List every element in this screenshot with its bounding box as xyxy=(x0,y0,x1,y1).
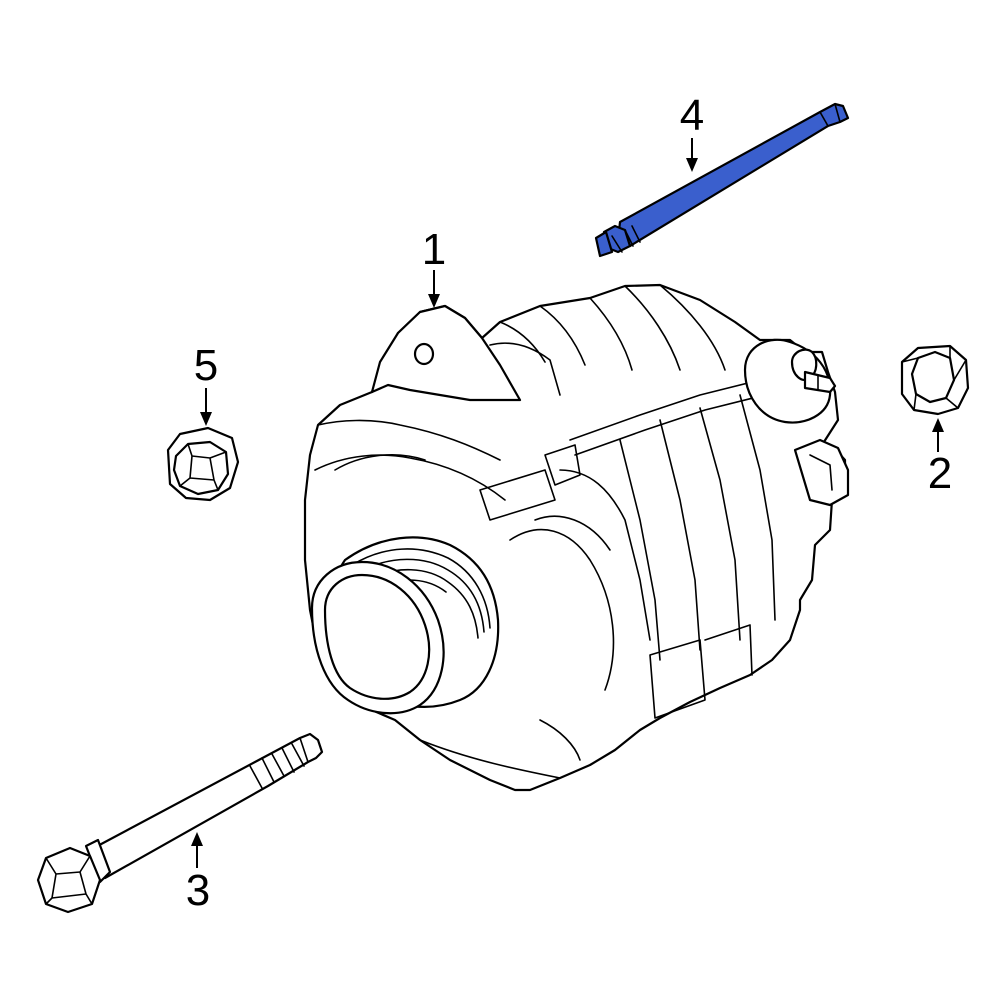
callout-3: 3 xyxy=(186,866,210,915)
pulley[interactable] xyxy=(310,536,500,715)
stud-bolt-highlighted[interactable] xyxy=(594,102,850,258)
callout-4: 4 xyxy=(680,91,704,140)
mounting-bolt[interactable] xyxy=(36,732,324,914)
callout-2: 2 xyxy=(928,449,952,498)
callout-1: 1 xyxy=(422,225,446,274)
alternator[interactable] xyxy=(303,283,850,792)
flange-nut-left[interactable] xyxy=(166,426,240,502)
flange-nut-right[interactable] xyxy=(900,344,970,416)
callout-5: 5 xyxy=(194,341,218,390)
callout-arrows xyxy=(191,138,944,868)
